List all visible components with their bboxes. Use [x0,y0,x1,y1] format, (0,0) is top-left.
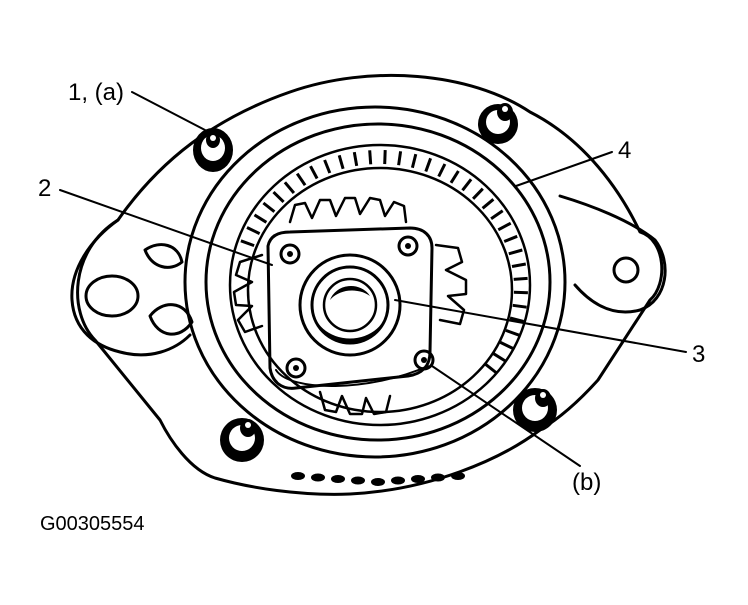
housing-outline [76,73,664,496]
stator-tooth [337,154,345,170]
stator-tooth [352,151,359,167]
rotor-claw-top [288,196,408,224]
rotor-claw-bottom [318,390,392,416]
fan-fin [431,473,445,482]
stator-tooth [472,187,484,200]
stator-tooth [253,213,268,224]
fan-fin [351,476,365,485]
figure-id: G00305554 [40,513,145,535]
fan-fin [371,478,385,486]
fan-fin [411,475,425,483]
left-mounting-ear [70,218,192,357]
stator-tooth [437,163,447,178]
stator-tooth [283,181,296,194]
stator-tooth [505,328,520,337]
stator-tooth [508,248,523,256]
callout-b: (b) [572,469,601,496]
leader-line-4 [515,151,613,187]
stator-tooth [497,221,512,232]
stator-tooth [481,198,495,210]
through-bolt-top-right [478,103,518,144]
bottom-fan-fins [291,472,465,486]
leader-line-3 [394,299,687,353]
bearing-retainer-plate [266,226,434,390]
through-bolt-bottom-right [513,388,557,432]
retainer-screw-bottom-left [285,357,307,379]
callout-2: 2 [38,175,51,202]
stator-tooth [503,234,518,243]
stator-tooth [309,165,319,180]
stator-tooth [490,209,504,220]
stator-tooth [424,157,433,173]
fan-fin [391,476,405,485]
rotor-claw-left [232,253,264,334]
fan-fin [451,472,465,480]
stator-tooth [511,262,527,268]
retainer-screw-bottom-right [413,349,435,371]
stator-tooth [397,151,403,166]
stator-tooth [513,276,528,281]
stator-tooth [246,226,261,235]
bearing-inner-race [322,277,378,333]
fan-fin [291,472,305,480]
stator-tooth [240,239,255,248]
stator-tooth [509,316,524,323]
bearing-outer-race [298,253,402,357]
fan-fin [331,475,345,483]
stator-tooth [272,191,285,203]
stator-tooth [449,170,460,184]
leader-line-2 [59,189,273,266]
through-bolt-bottom-left [220,418,264,462]
plate-shadow [275,365,429,387]
through-bolt-top-left [193,128,233,172]
retainer-screw-top-left [279,243,301,265]
stator-tooth [383,150,387,165]
housing-vent-1 [143,243,184,269]
stator-tooth [499,341,514,350]
right-ear-hole [612,256,640,284]
stator-tooth [512,303,527,309]
stator-tooth [492,352,507,363]
stator-outer [228,143,532,427]
inner-case-ring [204,122,552,442]
stator-tooth [368,150,373,165]
callout-1a: 1, (a) [68,79,124,106]
housing-vent-2 [148,303,194,336]
stator-tooth [410,153,418,169]
stator-tooth [513,290,528,295]
stator-tooth [461,178,473,192]
stator-teeth [240,150,528,375]
shaft-shading [330,286,370,300]
callout-3: 3 [692,341,705,368]
stator-inner [246,166,514,414]
stator-tooth [295,172,307,187]
fan-fin [311,473,325,482]
stator-tooth [323,159,332,174]
right-mounting-ear [558,194,667,314]
stator-tooth [262,201,276,213]
leader-line-b [431,365,581,467]
stator-tooth [484,363,498,375]
rotor-claw-right [434,243,468,326]
left-ear-hole [84,274,140,318]
leader-line-1a [131,91,206,131]
retainer-screw-top-right [397,235,419,257]
outer-case-ring [183,105,567,459]
callout-4: 4 [618,137,631,164]
